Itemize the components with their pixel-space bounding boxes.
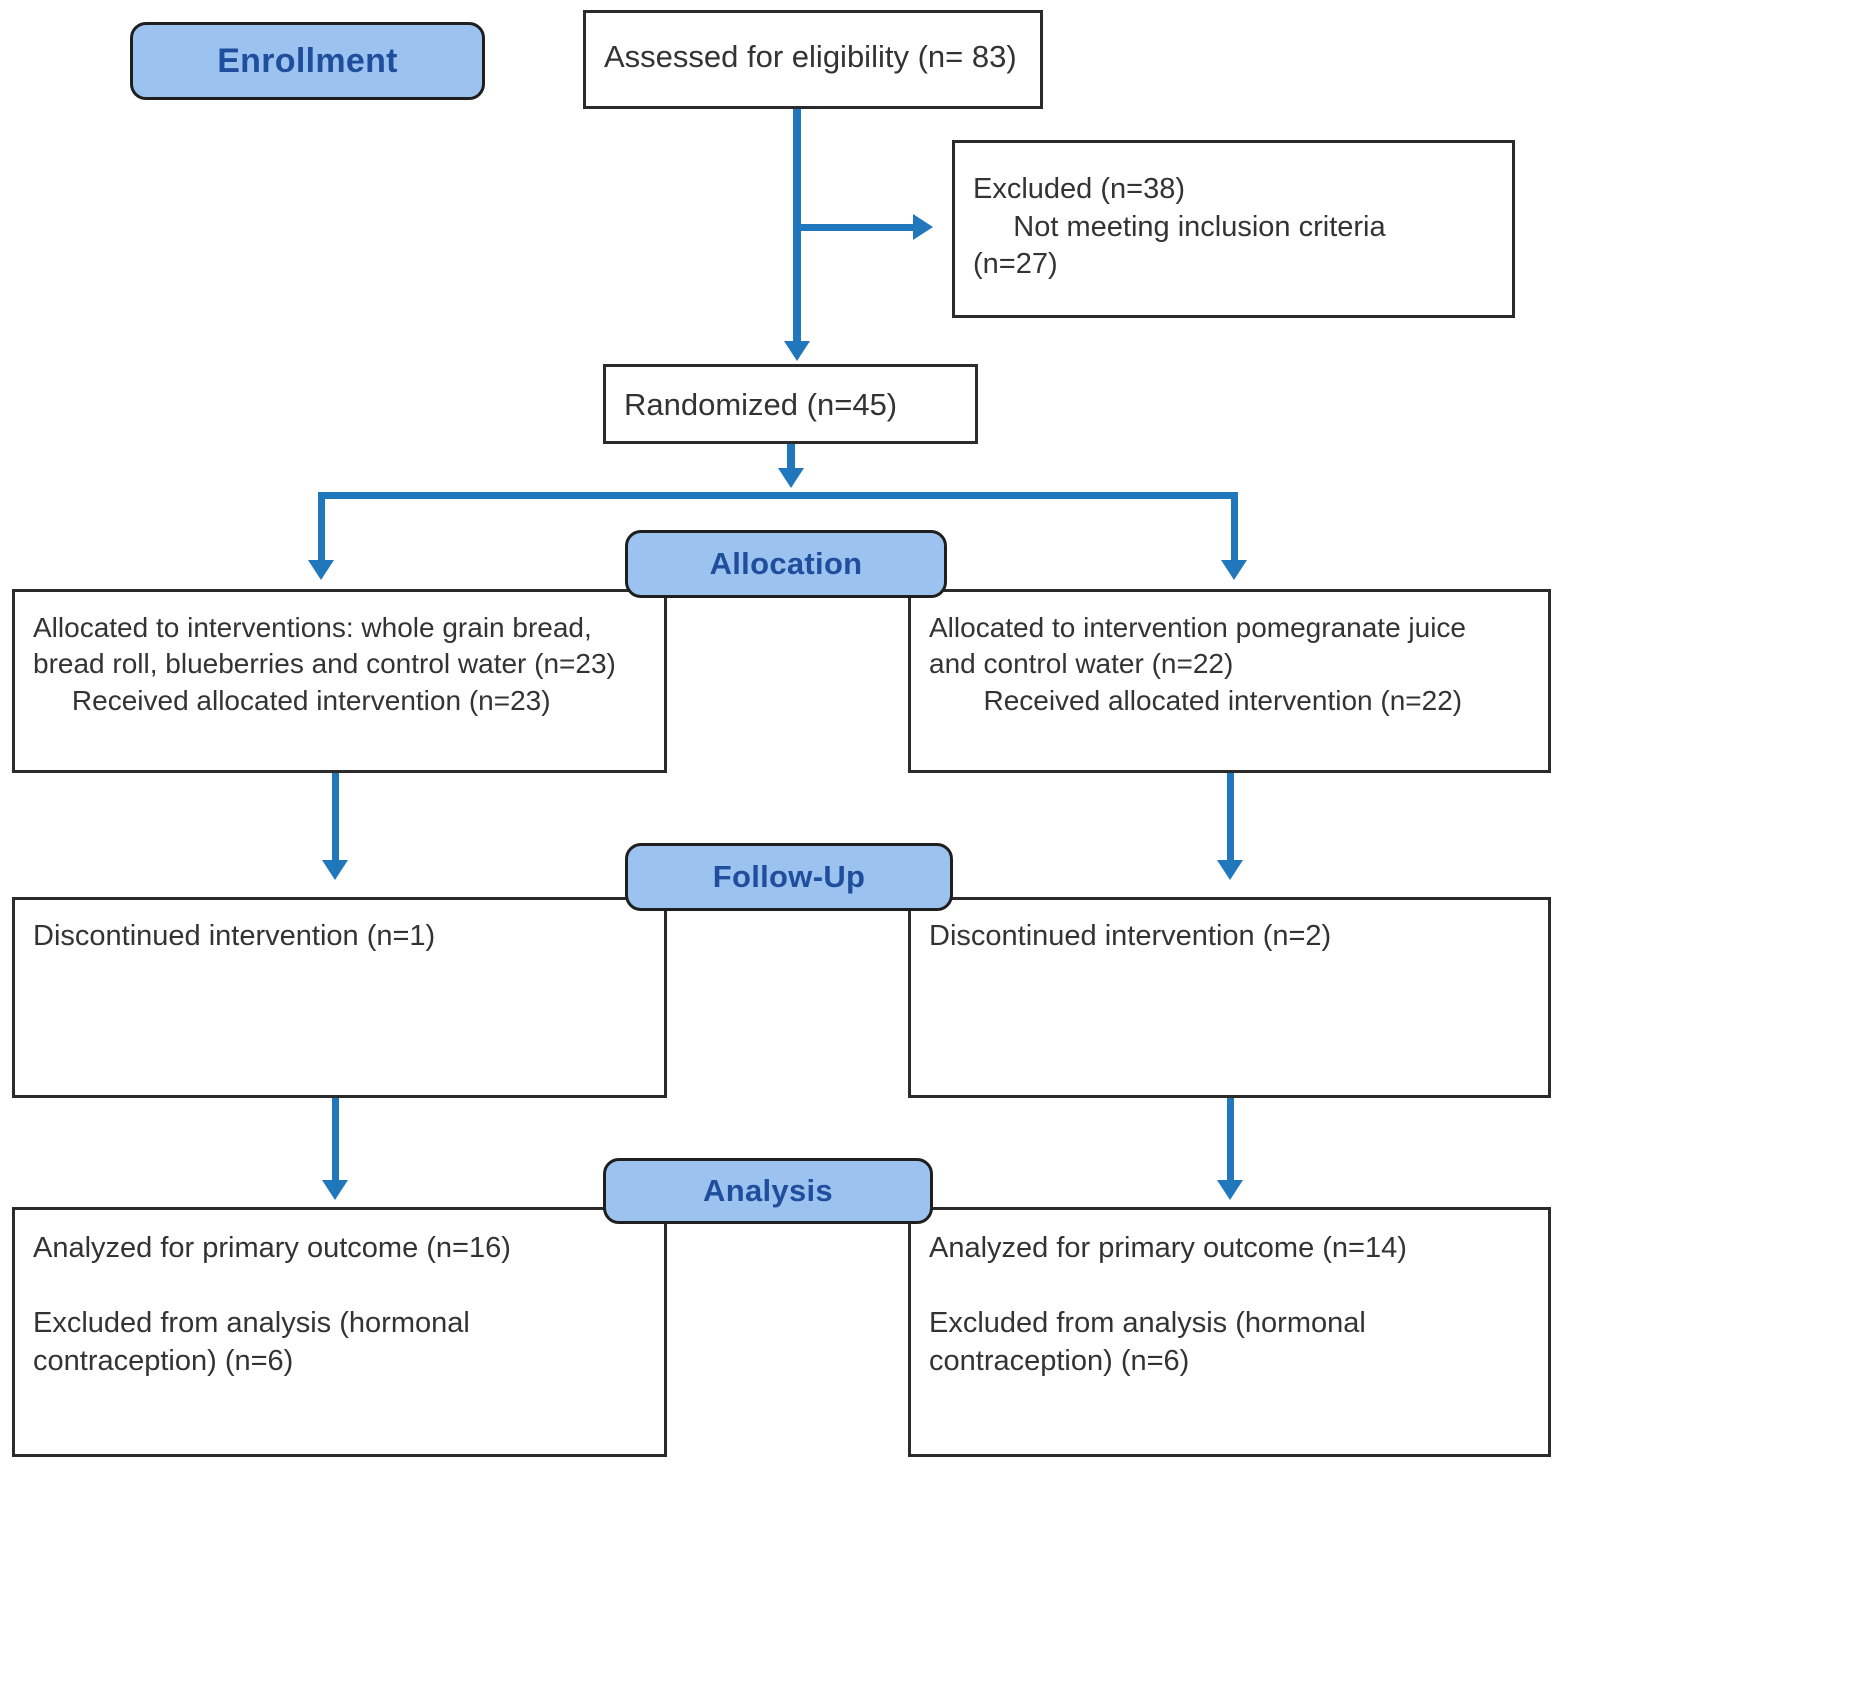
arrowhead-alloc-left — [308, 560, 334, 580]
arrowhead-analysis-right — [1217, 1180, 1243, 1200]
box-randomized: Randomized (n=45) — [603, 364, 978, 444]
connector-randomized-to-split — [787, 444, 795, 474]
connector-alloc-left-to-followup — [332, 773, 339, 869]
arrowhead-to-excluded — [913, 214, 933, 240]
connector-split-to-alloc-left — [318, 492, 325, 568]
box-assessed-for-eligibility-text: Assessed for eligibility (n= 83) — [604, 39, 1017, 74]
box-followup-left-text: Discontinued intervention (n=1) — [33, 920, 436, 952]
box-analysis-right: Analyzed for primary outcome (n=14) Excl… — [908, 1207, 1551, 1457]
box-allocation-right: Allocated to intervention pomegranate ju… — [908, 589, 1551, 773]
box-allocation-left: Allocated to interventions: whole grain … — [12, 589, 667, 773]
stage-label-followup: Follow-Up — [625, 843, 953, 911]
arrowhead-analysis-left — [322, 1180, 348, 1200]
box-analysis-right-text: Analyzed for primary outcome (n=14) Excl… — [929, 1232, 1407, 1378]
connector-split-bus — [318, 492, 1238, 499]
stage-label-allocation-text: Allocation — [709, 546, 863, 581]
stage-label-allocation: Allocation — [625, 530, 947, 598]
box-excluded: Excluded (n=38) Not meeting inclusion cr… — [952, 140, 1515, 318]
arrowhead-alloc-right — [1221, 560, 1247, 580]
arrowhead-followup-right — [1217, 860, 1243, 880]
stage-label-analysis-text: Analysis — [703, 1173, 833, 1208]
box-assessed-for-eligibility: Assessed for eligibility (n= 83) — [583, 10, 1043, 109]
connector-alloc-right-to-followup — [1227, 773, 1234, 869]
arrowhead-randomized-to-split — [778, 468, 804, 488]
arrowhead-followup-left — [322, 860, 348, 880]
box-excluded-text: Excluded (n=38) Not meeting inclusion cr… — [973, 173, 1386, 281]
stage-label-followup-text: Follow-Up — [712, 859, 866, 894]
connector-followup-left-to-analysis — [332, 1098, 339, 1188]
box-followup-right-text: Discontinued intervention (n=2) — [929, 920, 1332, 952]
box-analysis-left: Analyzed for primary outcome (n=16) Excl… — [12, 1207, 667, 1457]
stage-label-enrollment-text: Enrollment — [217, 41, 398, 80]
stage-label-enrollment: Enrollment — [130, 22, 485, 100]
box-followup-right: Discontinued intervention (n=2) — [908, 897, 1551, 1098]
connector-to-excluded — [797, 224, 917, 231]
stage-label-analysis: Analysis — [603, 1158, 933, 1224]
box-allocation-left-text: Allocated to interventions: whole grain … — [33, 612, 616, 716]
connector-followup-right-to-analysis — [1227, 1098, 1234, 1188]
box-followup-left: Discontinued intervention (n=1) — [12, 897, 667, 1098]
connector-split-to-alloc-right — [1231, 492, 1238, 568]
box-analysis-left-text: Analyzed for primary outcome (n=16) Excl… — [33, 1232, 511, 1378]
arrowhead-assessed-to-randomized — [784, 341, 810, 361]
box-allocation-right-text: Allocated to intervention pomegranate ju… — [929, 612, 1467, 716]
box-randomized-text: Randomized (n=45) — [624, 387, 898, 422]
